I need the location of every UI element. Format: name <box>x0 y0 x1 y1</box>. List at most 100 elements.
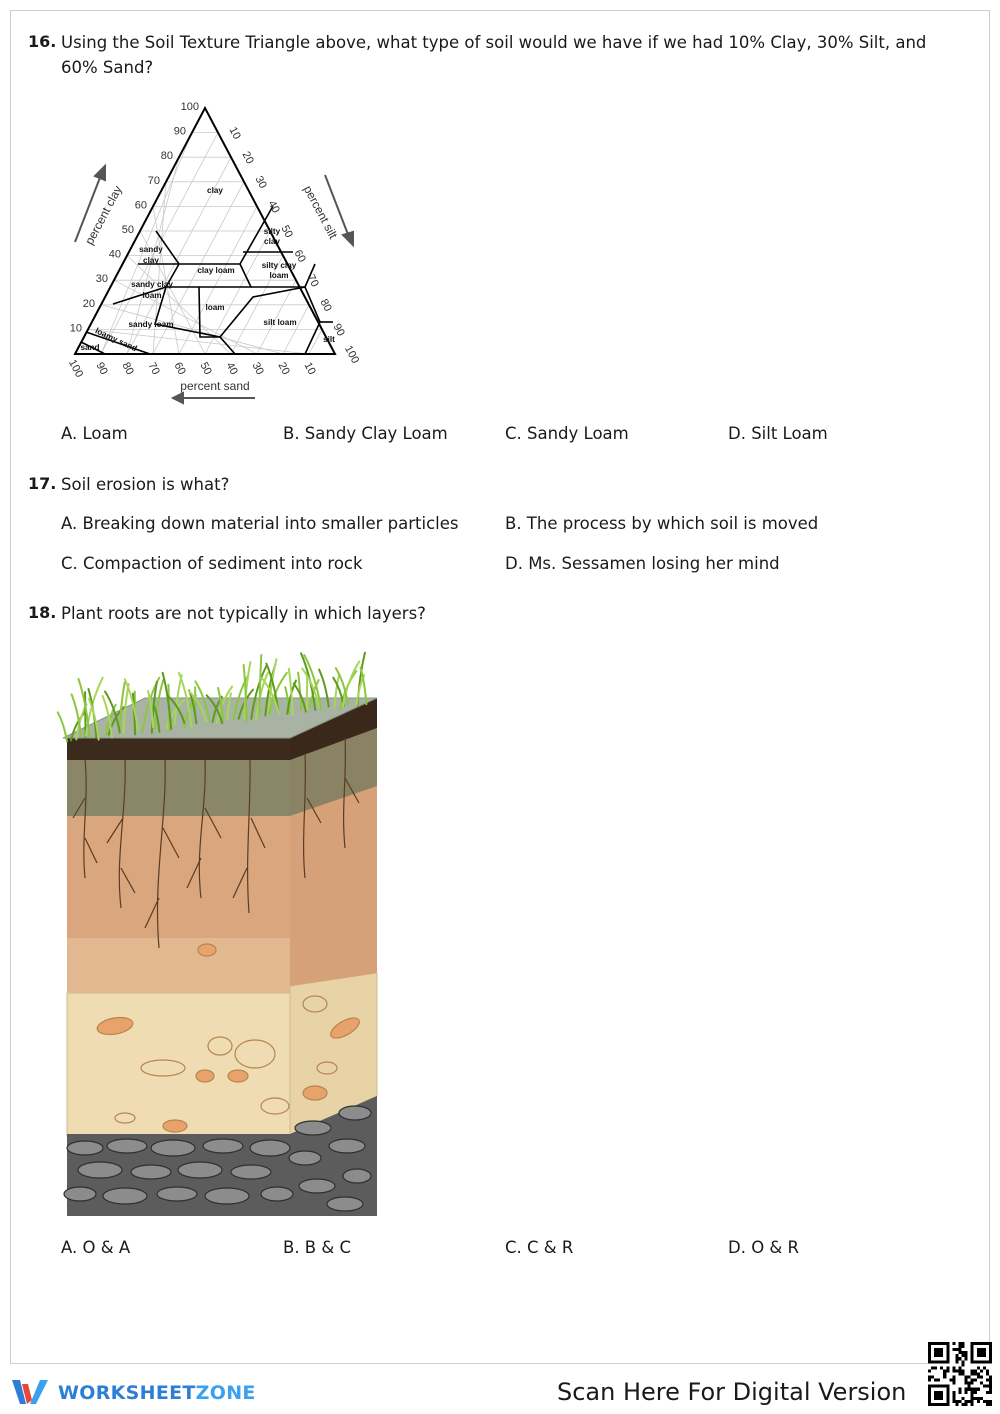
grass-blade <box>161 671 173 731</box>
right-tick-label: 70 <box>304 273 320 289</box>
bottom-tick-label: 100 <box>66 358 85 380</box>
qr-cell <box>961 1369 965 1373</box>
qr-cell <box>946 1369 950 1373</box>
bottom-tick-label: 30 <box>249 360 265 376</box>
qr-cell <box>970 1390 974 1394</box>
qr-cell <box>946 1357 950 1361</box>
qr-cell <box>940 1354 944 1358</box>
bottom-tick-label: 50 <box>197 360 213 376</box>
bottom-tick-label: 70 <box>145 360 161 376</box>
q16-option-a[interactable]: A. Loam <box>61 424 128 443</box>
bottom-tick-label: 20 <box>275 360 291 376</box>
qr-cell <box>934 1354 938 1358</box>
grass-blade <box>166 694 186 725</box>
qr-cell <box>940 1402 944 1406</box>
qr-cell <box>928 1348 932 1352</box>
logo-word-worksheet: WORKSHEET <box>58 1382 196 1404</box>
qr-cell <box>976 1351 980 1355</box>
region-clay-loam-label: clay loam <box>197 266 234 275</box>
qr-cell <box>970 1372 974 1376</box>
q17-option-b[interactable]: B. The process by which soil is moved <box>505 514 819 533</box>
grass-blade <box>123 678 139 732</box>
triangle-grid-line <box>87 329 310 355</box>
qr-cell <box>958 1399 962 1403</box>
qr-cell <box>931 1375 935 1379</box>
grass-blade <box>104 690 121 734</box>
scan-digital-version-text: Scan Here For Digital Version <box>557 1378 907 1406</box>
qr-cell <box>928 1384 932 1388</box>
right-tick-label: 40 <box>265 199 281 215</box>
grass-blade <box>267 658 278 717</box>
grass-blade <box>258 653 263 716</box>
qr-cell <box>979 1375 983 1379</box>
page-frame <box>10 10 990 1364</box>
qr-cell <box>952 1366 956 1370</box>
left-tick-label: 80 <box>161 150 173 162</box>
soil-texture-triangle: clay silty clay sandy clay clay loam sil… <box>66 101 361 405</box>
q18-option-c[interactable]: C. C & R <box>505 1238 574 1257</box>
qr-cell <box>952 1348 956 1352</box>
qr-cell <box>952 1399 956 1403</box>
grass-blade <box>194 680 211 722</box>
qr-cell <box>934 1393 938 1397</box>
grass-blade <box>177 671 193 729</box>
qr-cell <box>970 1369 974 1373</box>
qr-cell <box>946 1387 950 1391</box>
qr-cell <box>958 1351 962 1355</box>
q16-option-d[interactable]: D. Silt Loam <box>728 424 828 443</box>
qr-cell <box>928 1351 932 1355</box>
grass-tufts <box>56 651 368 743</box>
qr-cell <box>970 1354 974 1358</box>
left-tick-label: 10 <box>70 322 82 334</box>
q16-option-c[interactable]: C. Sandy Loam <box>505 424 629 443</box>
qr-cell <box>988 1342 992 1346</box>
qr-cell <box>973 1342 977 1346</box>
region-silty-clay-label-1: silty <box>264 227 281 236</box>
qr-code-icon[interactable] <box>928 1342 992 1406</box>
qr-cell <box>970 1345 974 1349</box>
logo-w-icon <box>12 1380 48 1404</box>
axis-percent-silt-label: percent silt <box>301 183 341 241</box>
question-17-number: 17. <box>28 474 57 493</box>
q17-option-d[interactable]: D. Ms. Sessamen losing her mind <box>505 554 780 573</box>
qr-cell <box>973 1390 977 1394</box>
qr-cell <box>955 1369 959 1373</box>
q17-option-c[interactable]: C. Compaction of sediment into rock <box>61 554 363 573</box>
qr-cell <box>958 1366 962 1370</box>
qr-cell <box>988 1357 992 1361</box>
qr-cell <box>988 1399 992 1403</box>
qr-cell <box>979 1351 983 1355</box>
worksheetzone-logo[interactable]: WORKSHEETZONE <box>10 1376 256 1410</box>
question-18-text: Plant roots are not typically in which l… <box>61 604 426 623</box>
qr-cell <box>982 1351 986 1355</box>
grass-blade <box>359 666 368 706</box>
qr-cell <box>937 1393 941 1397</box>
qr-cell <box>946 1402 950 1406</box>
qr-cell <box>958 1390 962 1394</box>
qr-cell <box>928 1360 932 1364</box>
qr-cell <box>973 1378 977 1382</box>
q18-option-b[interactable]: B. B & C <box>283 1238 352 1257</box>
grass-blade <box>150 680 158 734</box>
right-tick-label: 30 <box>252 174 268 190</box>
triangle-grid <box>87 132 323 355</box>
qr-cell <box>928 1369 932 1373</box>
qr-cell <box>970 1393 974 1397</box>
right-tick-label: 10 <box>226 125 242 141</box>
grass-blade <box>107 705 126 736</box>
q18-option-a[interactable]: A. O & A <box>61 1238 131 1257</box>
qr-cell <box>976 1354 980 1358</box>
qr-cell <box>976 1375 980 1379</box>
q18-option-d[interactable]: D. O & R <box>728 1238 800 1257</box>
qr-cell <box>982 1348 986 1352</box>
qr-cell <box>931 1342 935 1346</box>
triangle-region-borders <box>80 205 333 355</box>
qr-cell <box>946 1393 950 1397</box>
q17-option-a[interactable]: A. Breaking down material into smaller p… <box>61 514 459 533</box>
qr-cell <box>940 1342 944 1346</box>
left-tick-label: 30 <box>96 273 108 285</box>
q16-option-b[interactable]: B. Sandy Clay Loam <box>283 424 448 443</box>
qr-cell <box>976 1372 980 1376</box>
grass-blade <box>268 671 288 716</box>
soil-profile-illustration <box>56 651 378 1216</box>
